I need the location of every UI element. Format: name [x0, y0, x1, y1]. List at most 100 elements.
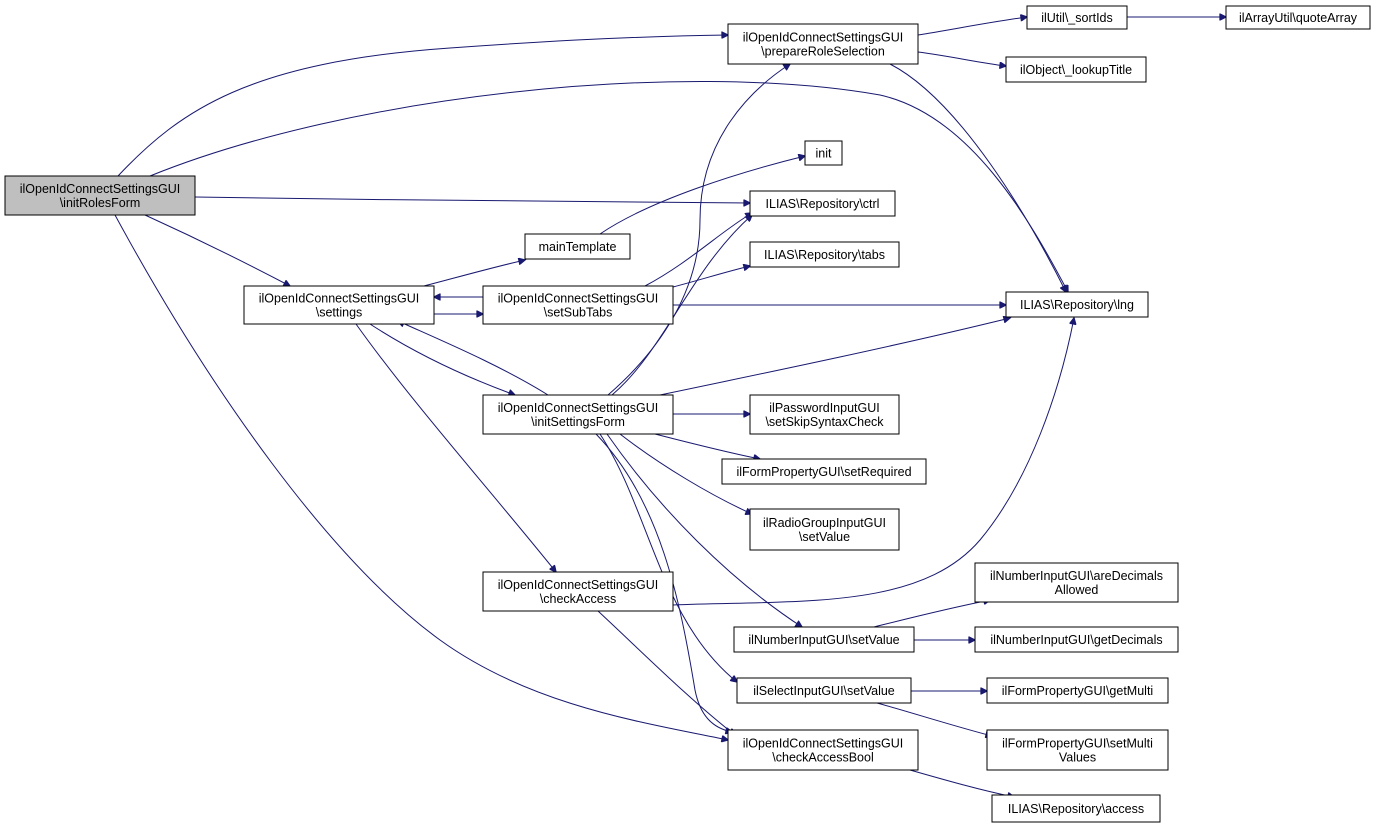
- node-box[interactable]: [991, 794, 1161, 823]
- node-label: ILIAS\Repository\ctrl: [766, 197, 880, 211]
- node-box[interactable]: [733, 626, 915, 653]
- node-getDecimals[interactable]: ilNumberInputGUI\getDecimals: [974, 626, 1179, 653]
- node-label: \setValue: [799, 530, 850, 544]
- edge-initSettingsForm-to-checkAccessBool: [595, 433, 732, 732]
- edge-initRolesForm-to-lng: [149, 81, 1068, 292]
- node-box[interactable]: [482, 285, 674, 325]
- edge-initSettingsForm-to-settings: [398, 321, 549, 396]
- node-label: ILIAS\Repository\tabs: [764, 248, 885, 262]
- node-prepareRoleSelection[interactable]: ilOpenIdConnectSettingsGUI\prepareRoleSe…: [727, 23, 919, 65]
- node-setSubTabs[interactable]: ilOpenIdConnectSettingsGUI\setSubTabs: [482, 285, 674, 325]
- node-setRequired[interactable]: ilFormPropertyGUI\setRequired: [721, 458, 927, 485]
- node-label: ilNumberInputGUI\setValue: [748, 633, 899, 647]
- node-ctrl[interactable]: ILIAS\Repository\ctrl: [749, 190, 896, 217]
- node-box[interactable]: [1005, 291, 1149, 318]
- edge-settings-to-initSettingsForm: [369, 323, 515, 395]
- node-label: ilFormPropertyGUI\setMulti: [1002, 737, 1153, 751]
- node-box[interactable]: [749, 190, 896, 217]
- node-label: ilOpenIdConnectSettingsGUI: [743, 737, 904, 751]
- node-box[interactable]: [974, 562, 1179, 603]
- node-label: ilFormPropertyGUI\setRequired: [736, 465, 911, 479]
- node-label: ilNumberInputGUI\getDecimals: [990, 633, 1162, 647]
- node-box[interactable]: [482, 394, 674, 435]
- node-box[interactable]: [1005, 56, 1147, 83]
- node-tabs[interactable]: ILIAS\Repository\tabs: [749, 241, 900, 268]
- node-label: ilObject\_lookupTitle: [1020, 63, 1132, 77]
- node-box[interactable]: [736, 677, 912, 704]
- node-label: \prepareRoleSelection: [761, 45, 885, 59]
- node-label: ilSelectInputGUI\setValue: [753, 684, 895, 698]
- node-label: mainTemplate: [539, 240, 617, 254]
- node-selectSetValue[interactable]: ilSelectInputGUI\setValue: [736, 677, 912, 704]
- edge-initRolesForm-to-ctrl: [194, 196, 750, 203]
- node-initRolesForm[interactable]: ilOpenIdConnectSettingsGUI\initRolesForm: [4, 175, 196, 216]
- node-box[interactable]: [482, 571, 674, 612]
- node-initSettingsForm[interactable]: ilOpenIdConnectSettingsGUI\initSettingsF…: [482, 394, 674, 435]
- node-box[interactable]: [974, 626, 1179, 653]
- node-box[interactable]: [749, 394, 900, 435]
- node-box[interactable]: [749, 241, 900, 268]
- edge-initRolesForm-to-prepareRoleSelection: [117, 35, 728, 177]
- node-box[interactable]: [1026, 5, 1128, 30]
- node-box[interactable]: [524, 233, 631, 260]
- node-sortIds[interactable]: ilUtil\_sortIds: [1026, 5, 1128, 30]
- node-label: \settings: [316, 306, 363, 320]
- node-label: ilRadioGroupInputGUI: [763, 516, 886, 530]
- node-checkAccessBool[interactable]: ilOpenIdConnectSettingsGUI\checkAccessBo…: [727, 729, 919, 771]
- edge-initSettingsForm-to-radioSetValue: [619, 433, 752, 514]
- nodes: ilOpenIdConnectSettingsGUI\initRolesForm…: [4, 5, 1371, 823]
- node-box[interactable]: [727, 729, 919, 771]
- node-numberSetValue[interactable]: ilNumberInputGUI\setValue: [733, 626, 915, 653]
- node-init[interactable]: init: [804, 140, 843, 166]
- node-mainTemplate[interactable]: mainTemplate: [524, 233, 631, 260]
- node-checkAccess[interactable]: ilOpenIdConnectSettingsGUI\checkAccess: [482, 571, 674, 612]
- node-setSkipSyntaxCheck[interactable]: ilPasswordInputGUI\setSkipSyntaxCheck: [749, 394, 900, 435]
- edge-initSettingsForm-to-selectSetValue: [599, 433, 737, 682]
- node-label: \setSkipSyntaxCheck: [765, 415, 884, 429]
- edge-checkAccess-to-checkAccessBool: [597, 610, 735, 735]
- node-label: init: [816, 147, 833, 161]
- node-quoteArray[interactable]: ilArrayUtil\quoteArray: [1225, 5, 1371, 30]
- node-label: ilArrayUtil\quoteArray: [1239, 11, 1358, 25]
- edge-checkAccess-to-lng: [672, 318, 1074, 606]
- node-label: \initRolesForm: [60, 196, 141, 210]
- node-box[interactable]: [721, 458, 927, 485]
- node-box[interactable]: [4, 175, 196, 216]
- node-box[interactable]: [749, 508, 900, 551]
- node-label: \checkAccessBool: [772, 751, 873, 765]
- edge-initSettingsForm-to-ctrl: [611, 215, 752, 396]
- node-label: ilOpenIdConnectSettingsGUI: [743, 31, 904, 45]
- node-label: ilNumberInputGUI\areDecimals: [990, 569, 1163, 583]
- node-label: Allowed: [1055, 583, 1099, 597]
- node-box[interactable]: [986, 729, 1169, 771]
- node-radioSetValue[interactable]: ilRadioGroupInputGUI\setValue: [749, 508, 900, 551]
- edge-mainTemplate-to-init: [599, 156, 805, 235]
- node-label: ilOpenIdConnectSettingsGUI: [498, 401, 659, 415]
- node-lookupTitle[interactable]: ilObject\_lookupTitle: [1005, 56, 1147, 83]
- node-lng[interactable]: ILIAS\Repository\lng: [1005, 291, 1149, 318]
- node-label: ILIAS\Repository\access: [1008, 802, 1144, 816]
- node-box[interactable]: [1225, 5, 1371, 30]
- edge-checkAccessBool-to-access: [909, 769, 1014, 797]
- node-settings[interactable]: ilOpenIdConnectSettingsGUI\settings: [243, 285, 435, 325]
- node-box[interactable]: [727, 23, 919, 65]
- edge-initSettingsForm-to-prepareRoleSelection: [607, 64, 790, 396]
- edge-initSettingsForm-to-setRequired: [654, 433, 760, 459]
- edge-initSettingsForm-to-numberSetValue: [606, 433, 802, 627]
- node-label: ilUtil\_sortIds: [1041, 11, 1113, 25]
- node-label: \setSubTabs: [544, 306, 613, 320]
- node-getMulti[interactable]: ilFormPropertyGUI\getMulti: [986, 677, 1169, 704]
- edge-prepareRoleSelection-to-lookupTitle: [917, 51, 1006, 66]
- edge-numberSetValue-to-areDecimalsAllowed: [873, 600, 990, 628]
- node-label: ilFormPropertyGUI\getMulti: [1002, 684, 1153, 698]
- node-box[interactable]: [986, 677, 1169, 704]
- node-label: Values: [1059, 751, 1096, 765]
- edge-selectSetValue-to-setMultiValues: [876, 702, 992, 736]
- node-access[interactable]: ILIAS\Repository\access: [991, 794, 1161, 823]
- node-box[interactable]: [804, 140, 843, 166]
- edge-prepareRoleSelection-to-lng: [889, 63, 1066, 292]
- node-box[interactable]: [243, 285, 435, 325]
- edge-initRolesForm-to-checkAccessBool: [114, 214, 728, 740]
